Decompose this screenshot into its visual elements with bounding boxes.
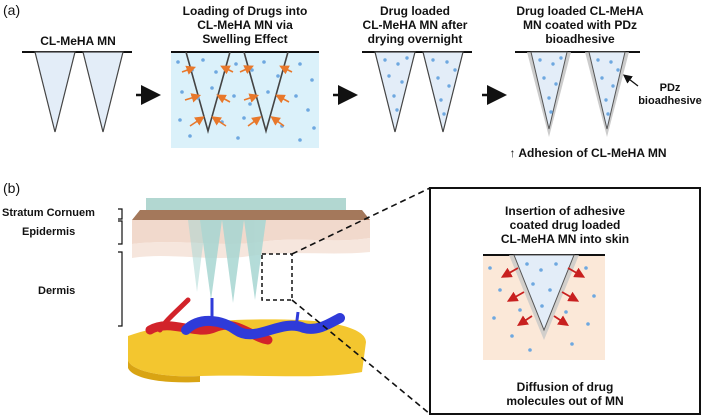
zoom-line-top: [291, 187, 431, 255]
inset-needle-in-skin: [483, 254, 605, 360]
step1-label: CL-MeHA MN: [40, 34, 116, 48]
inset-caption-line2: molecules out of MN: [506, 394, 624, 408]
inset-title-line2: coated drug loaded: [509, 218, 621, 232]
inset-caption: Diffusion of drug molecules out of MN: [432, 380, 698, 408]
step3-label: Drug loaded CL-MeHA MN after drying over…: [350, 4, 480, 46]
plain-microneedles: [22, 51, 132, 133]
layer-brackets: [118, 208, 123, 327]
inset-title-line3: CL-MeHA MN into skin: [500, 232, 630, 246]
step2-line2: CL-MeHA MN via: [197, 18, 293, 32]
step2-line3: Swelling Effect: [202, 32, 288, 46]
step4-line3: bioadhesive: [545, 32, 615, 46]
swelling-microneedles: [171, 51, 319, 148]
dermis-label: Dermis: [38, 285, 76, 297]
pdz-bioadhesive-label: PDz bioadhesive: [632, 82, 708, 108]
step3-line3: drying overnight: [367, 32, 463, 46]
pdz-line1: PDz: [659, 82, 681, 94]
panel-a-tag: (a): [3, 2, 21, 18]
pdz-line2: bioadhesive: [638, 95, 702, 107]
step4-label: Drug loaded CL-MeHA MN coated with PDz b…: [505, 4, 655, 46]
inset-title-line1: Insertion of adhesive: [504, 204, 626, 218]
coated-microneedles: [515, 51, 640, 137]
step4-line2: MN coated with PDz: [522, 18, 637, 32]
step3-line1: Drug loaded: [379, 4, 450, 18]
skin-block-illustration: [128, 198, 370, 383]
inset-caption-line1: Diffusion of drug: [516, 380, 614, 394]
stratum-corneum-label: Stratum Cornuem: [2, 207, 95, 219]
panel-b-tag: (b): [3, 180, 21, 196]
step4-line1: Drug loaded CL-MeHA: [516, 4, 644, 18]
step2-line1: Loading of Drugs into: [182, 4, 308, 18]
inset-title: Insertion of adhesive coated drug loaded…: [432, 204, 698, 246]
step3-line2: CL-MeHA MN after: [362, 18, 468, 32]
adhesion-note: ↑ Adhesion of CL-MeHA MN: [509, 146, 667, 160]
zoom-selection-box: [261, 253, 293, 301]
drug-loaded-microneedles: [362, 51, 472, 133]
epidermis-label: Epidermis: [22, 226, 76, 238]
step2-label: Loading of Drugs into CL-MeHA MN via Swe…: [160, 4, 330, 46]
